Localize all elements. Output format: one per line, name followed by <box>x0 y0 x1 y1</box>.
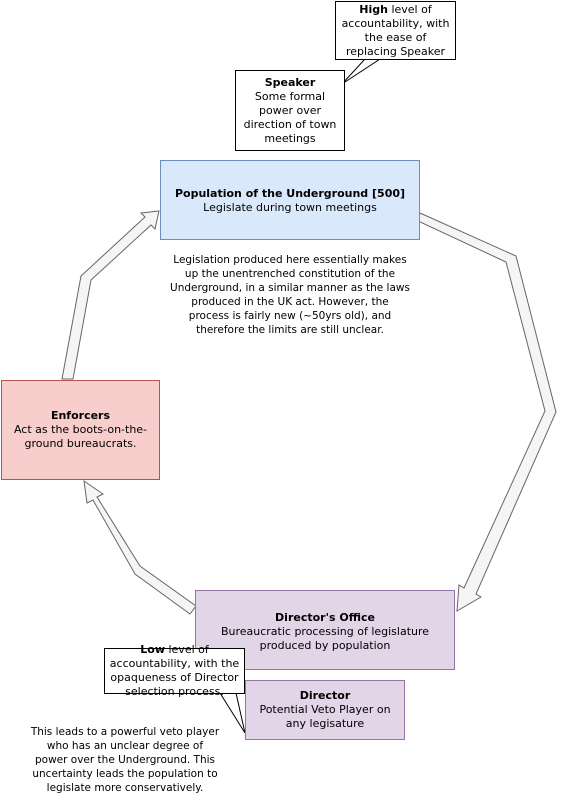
veto-note: This leads to a powerful veto player who… <box>30 726 220 794</box>
enforcers-node: Enforcers Act as the boots-on-the-ground… <box>1 380 160 480</box>
speaker-title: Speaker <box>264 75 316 89</box>
director-accountability-level: Low <box>140 643 165 656</box>
directors-office-node: Director's Office Bureaucratic processin… <box>195 590 455 670</box>
arrow-directors-office-to-enforcers <box>83 479 197 615</box>
speaker-accountability-level: High <box>359 2 388 16</box>
speaker-callout-pointer <box>341 58 382 85</box>
director-accountability-text: level of accountability, with the opaque… <box>109 643 240 698</box>
speaker-accountability-callout: High level of accountability, with the e… <box>335 1 456 60</box>
directors-office-desc: Bureaucratic processing of legislature p… <box>220 625 430 652</box>
enforcers-desc: Act as the boots-on-the-ground bureaucra… <box>13 423 148 450</box>
arrow-enforcers-to-population <box>61 210 160 380</box>
legislation-note: Legislation produced here essentially ma… <box>170 254 410 336</box>
arrow-population-to-directors-office <box>417 212 557 612</box>
speaker-accountability-text: level of accountability, with the ease o… <box>341 2 450 58</box>
population-desc: Legislate during town meetings <box>203 201 377 214</box>
director-title: Director <box>299 689 351 702</box>
population-node: Population of the Underground [500] Legi… <box>160 160 420 240</box>
directors-office-title: Director's Office <box>275 611 375 624</box>
director-desc: Potential Veto Player on any legisature <box>259 703 391 730</box>
director-node: Director Potential Veto Player on any le… <box>245 680 405 740</box>
population-title: Population of the Underground [500] <box>174 187 406 200</box>
director-callout-pointer <box>219 692 246 734</box>
speaker-node: Speaker Some formal power over direction… <box>235 70 345 151</box>
speaker-desc: Some formal power over direction of town… <box>243 89 337 145</box>
enforcers-title: Enforcers <box>50 409 111 422</box>
director-accountability-callout: Low level of accountability, with the op… <box>104 643 245 698</box>
